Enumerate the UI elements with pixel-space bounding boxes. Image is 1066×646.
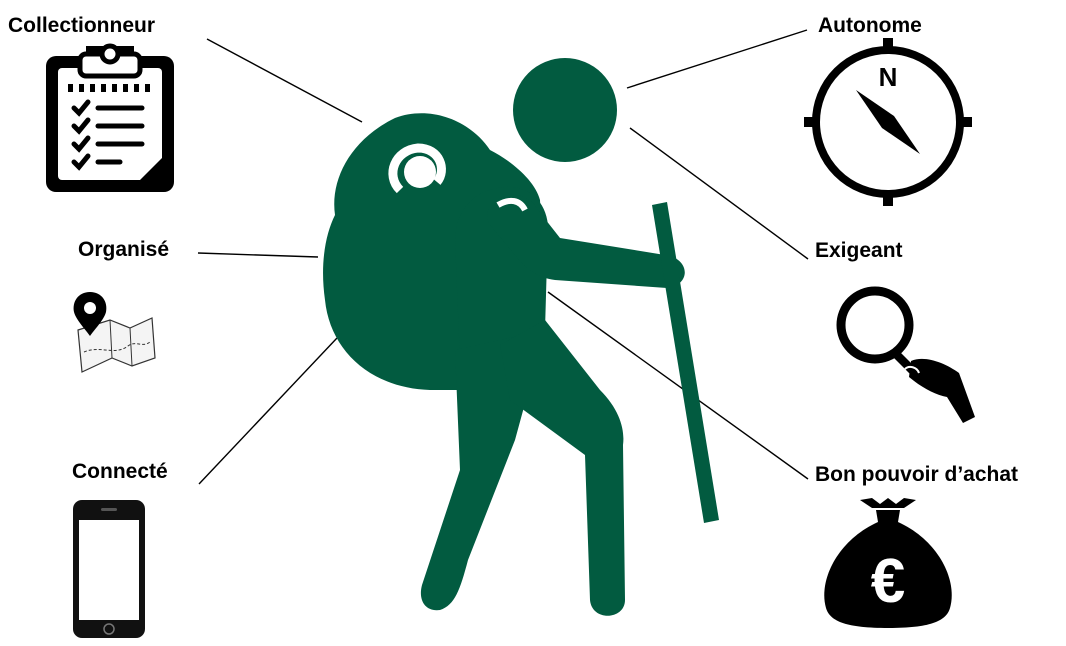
backpack-roll-inner [404, 156, 436, 188]
hiker-leg-back [500, 320, 625, 616]
hiker-icon [323, 58, 719, 616]
map-pin-icon [74, 292, 155, 372]
label-bon-pouvoir-achat: Bon pouvoir d’achat [815, 464, 1018, 485]
connector-collectionneur [207, 39, 362, 122]
label-autonome: Autonome [818, 15, 922, 36]
connector-connecte [199, 338, 337, 484]
connector-organise [198, 253, 318, 257]
connector-autonome [627, 30, 807, 88]
magnifying-glass-icon [841, 291, 975, 423]
label-collectionneur: Collectionneur [8, 15, 155, 36]
compass-north-letter: N [879, 62, 898, 92]
label-connecte: Connecté [72, 461, 168, 482]
compass-icon: N [804, 38, 972, 206]
connector-exigeant [630, 128, 808, 259]
label-exigeant: Exigeant [815, 240, 903, 261]
label-organise: Organisé [78, 239, 169, 260]
hiker-walking-stick [652, 202, 719, 523]
money-bag-icon: € [824, 498, 951, 628]
smartphone-icon [73, 500, 145, 638]
euro-symbol: € [871, 547, 905, 616]
hiker-head [513, 58, 617, 162]
clipboard-checklist-icon [46, 46, 174, 192]
